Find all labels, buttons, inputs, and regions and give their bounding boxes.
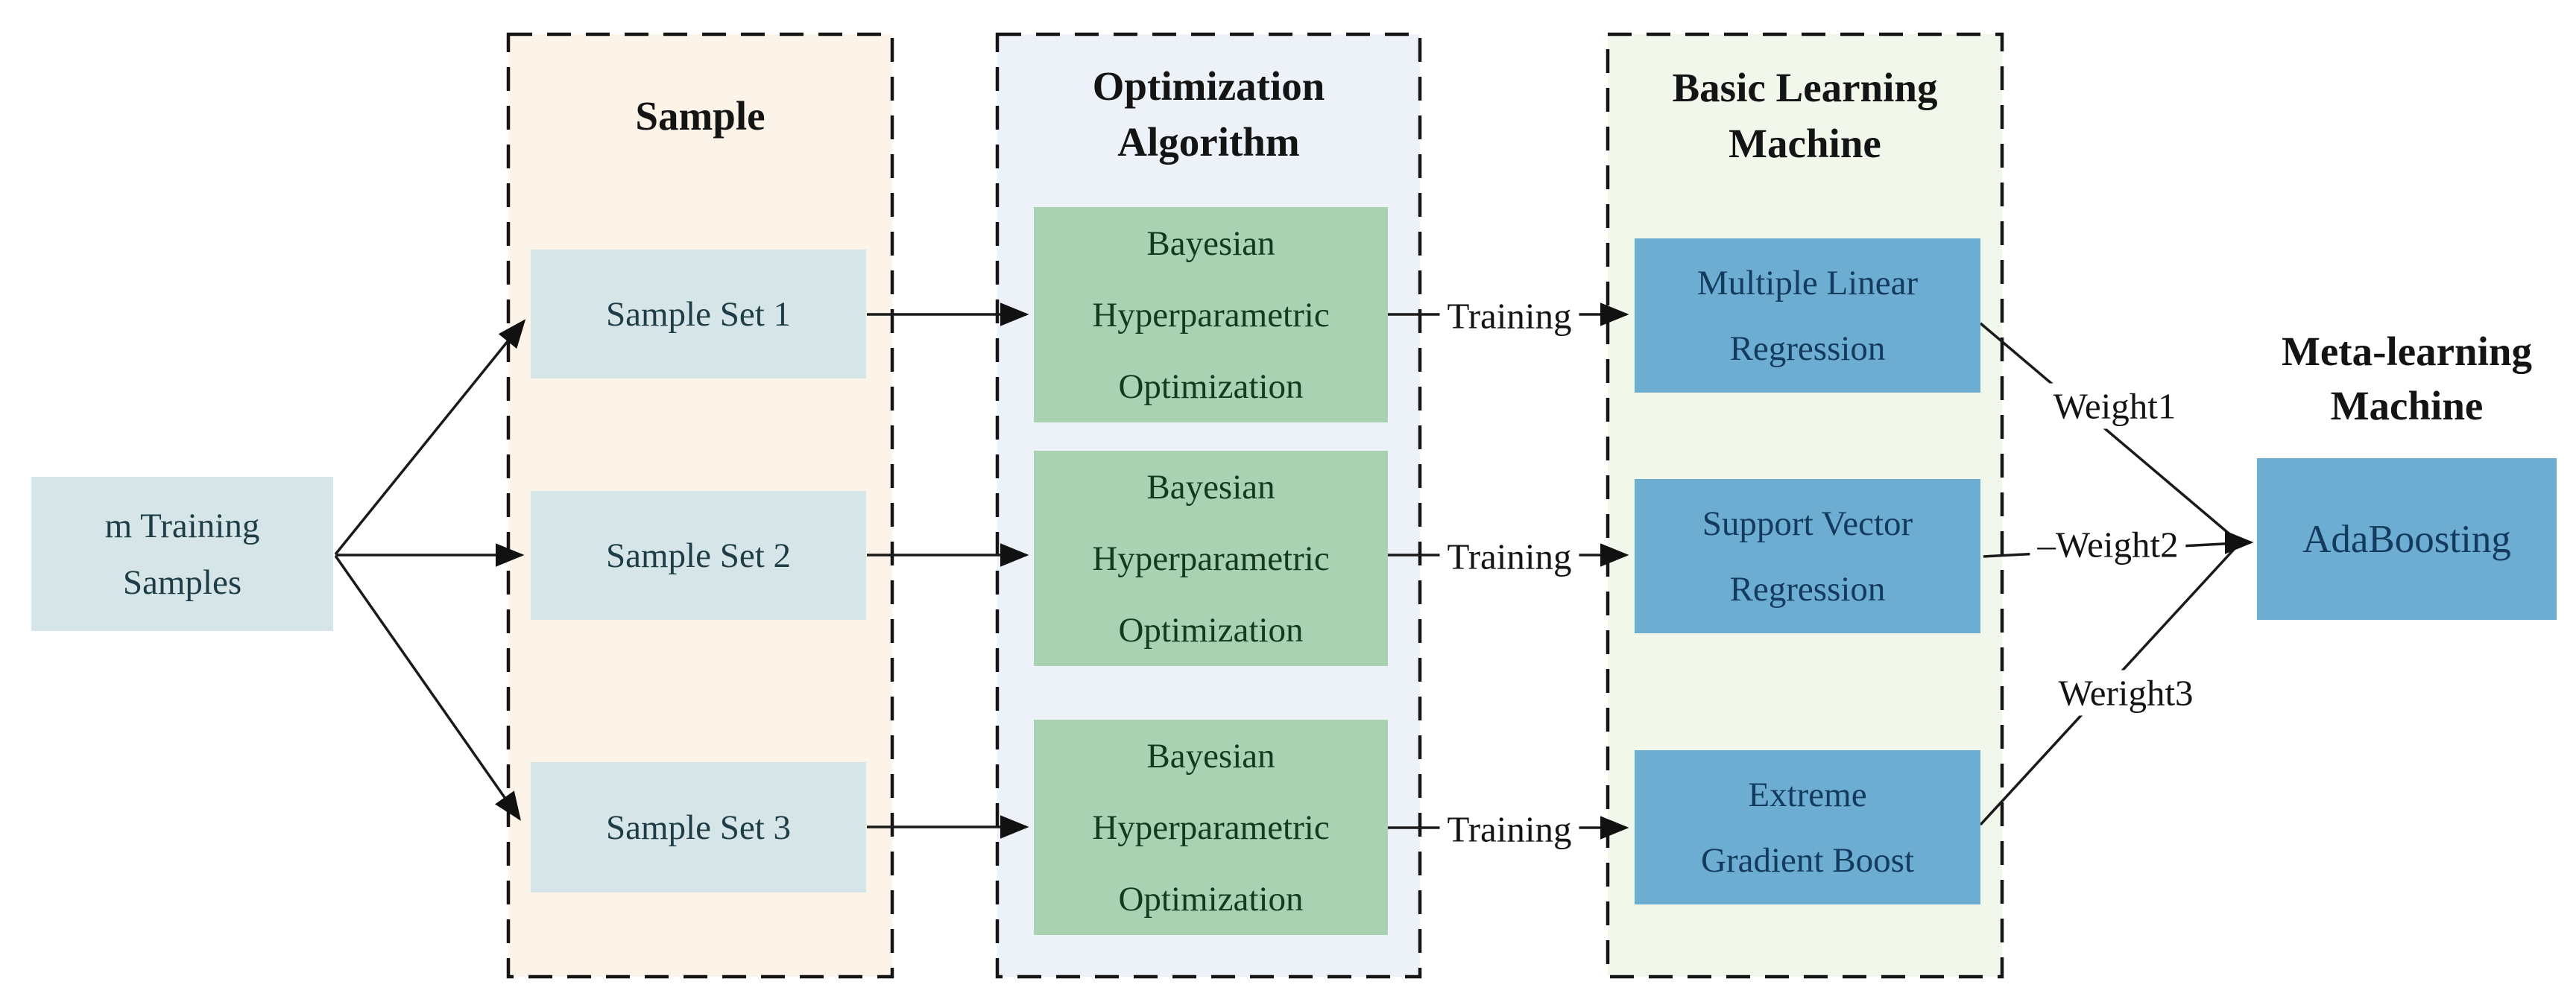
meta-title-line1: Meta-learning (2281, 329, 2532, 374)
optimizer2-line2: Hyperparametric (1092, 539, 1330, 578)
sample-title-text: Sample (635, 93, 765, 139)
mlr-line1: Multiple Linear (1696, 263, 1919, 302)
optimizer1-line3: Optimization (1118, 367, 1304, 406)
training-samples-line2: Samples (122, 562, 242, 602)
sample-set-1-box: Sample Set 1 (531, 250, 866, 378)
arrow-source-to-set1 (334, 319, 526, 556)
optimizer1-line2: Hyperparametric (1092, 295, 1330, 335)
training-samples-line1: m Training (104, 506, 260, 545)
optimization-title-line2: Algorithm (1117, 119, 1300, 165)
adaboosting-box: AdaBoosting (2257, 458, 2557, 620)
adaboosting-label: AdaBoosting (2302, 517, 2511, 561)
training-label-row1: Training (1439, 293, 1579, 339)
line-weight1 (1979, 322, 2239, 542)
meta-title-line2: Machine (2330, 383, 2484, 428)
weight3-label: Weright3 (2051, 670, 2201, 716)
extreme-gradient-boost-box: Extreme Gradient Boost (1635, 750, 1980, 904)
arrow-source-to-set3 (334, 554, 522, 821)
training-label-row2: Training (1439, 533, 1579, 580)
xgb-line2: Gradient Boost (1701, 840, 1914, 880)
bayesian-optimizer-2-box: Bayesian Hyperparametric Optimization (1034, 451, 1388, 666)
basic-learning-panel-title: Basic Learning Machine (1608, 60, 2002, 171)
meta-learning-title: Meta-learning Machine (2257, 324, 2557, 433)
mlr-line2: Regression (1729, 329, 1886, 368)
svr-line1: Support Vector (1702, 504, 1913, 543)
sample-set-1-label: Sample Set 1 (605, 294, 792, 334)
sample-set-2-label: Sample Set 2 (605, 536, 792, 575)
optimizer3-line2: Hyperparametric (1092, 808, 1330, 847)
support-vector-regression-box: Support Vector Regression (1635, 479, 1980, 633)
optimizer2-line3: Optimization (1118, 610, 1304, 650)
optimizer3-line3: Optimization (1118, 879, 1304, 919)
optimization-panel-title: Optimization Algorithm (997, 58, 1420, 170)
basic-title-line1: Basic Learning (1672, 65, 1938, 110)
weight1-label: Weight1 (2045, 383, 2184, 429)
weight2-label: –Weight2 (2030, 522, 2186, 568)
svr-line2: Regression (1729, 569, 1886, 609)
optimization-title-line1: Optimization (1092, 63, 1325, 109)
optimizer1-line1: Bayesian (1146, 224, 1275, 263)
sample-set-3-box: Sample Set 3 (531, 762, 866, 893)
sample-set-3-label: Sample Set 3 (605, 808, 792, 847)
multiple-linear-regression-box: Multiple Linear Regression (1635, 238, 1980, 393)
optimizer3-line1: Bayesian (1146, 736, 1275, 776)
optimizer2-line1: Bayesian (1146, 467, 1275, 507)
sample-panel-title: Sample (508, 88, 892, 144)
xgb-line1: Extreme (1748, 775, 1867, 814)
training-samples-box: m Training Samples (31, 477, 333, 631)
bayesian-optimizer-1-box: Bayesian Hyperparametric Optimization (1034, 207, 1388, 422)
sample-set-2-box: Sample Set 2 (531, 491, 866, 620)
basic-title-line2: Machine (1729, 121, 1881, 166)
training-label-row3: Training (1439, 806, 1579, 852)
bayesian-optimizer-3-box: Bayesian Hyperparametric Optimization (1034, 720, 1388, 935)
